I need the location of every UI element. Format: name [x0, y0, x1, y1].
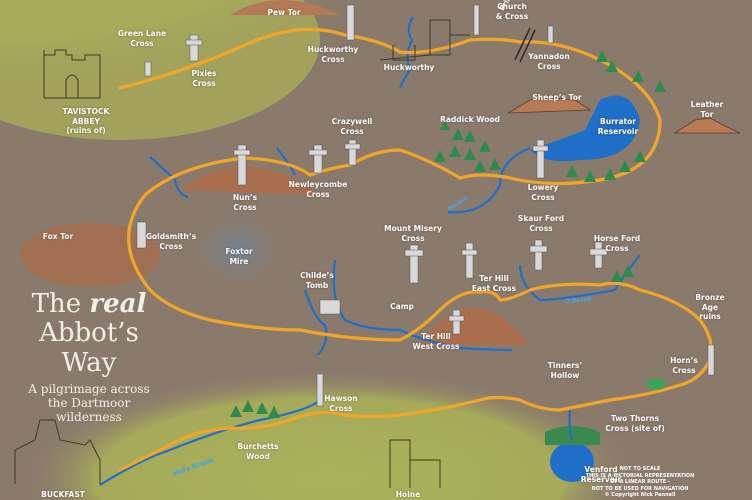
label-burrator-reservoir: Burrator Reservoir	[597, 117, 639, 136]
label-camp: Camp	[390, 302, 414, 311]
label-lowery-cross: Lowery Cross	[527, 183, 559, 202]
label-leather-tor: Leather Tor	[690, 100, 724, 119]
tree-clusters	[230, 50, 666, 418]
label-childes-tomb: Childe’s Tomb	[300, 271, 334, 290]
label-sheeps-tor: Sheep’s Tor	[532, 93, 582, 102]
building-sketches	[14, 19, 470, 488]
label-tinners-hollow: Tinners’ Hollow	[547, 361, 583, 380]
title-line-2: Abbot’s Way	[39, 318, 139, 378]
label-green-lane-cross: Green Lane Cross	[117, 29, 167, 48]
fox-tor-hill	[20, 223, 160, 287]
label-foxtor-mire: Foxtor Mire	[225, 247, 253, 266]
label-newleycombe-cross: Newleycombe Cross	[288, 180, 348, 199]
label-venford-reservoir: Venford Reservoir	[580, 465, 622, 484]
nuns-cross-hill	[180, 166, 320, 195]
ter-hill	[420, 307, 530, 345]
label-yannadon-cross: Yannadon Cross	[528, 52, 570, 71]
label-mount-misery-cross: Mount Misery Cross	[384, 224, 442, 243]
label-ter-hill-east-cross: Ter Hill East Cross	[471, 274, 517, 293]
label-pew-tor: Pew Tor	[267, 8, 301, 17]
princetown-road	[514, 27, 536, 63]
label-church-and-cross: Church & Cross	[495, 2, 529, 21]
pew-tor-hill	[230, 0, 340, 15]
stone-crosses	[136, 4, 715, 407]
venford-reservoir-water	[550, 442, 594, 482]
label-skaur-ford-cross: Skaur Ford Cross	[517, 214, 565, 233]
label-horns-cross: Horn’s Cross	[670, 356, 698, 375]
foxtor-mire-area	[188, 210, 288, 290]
label-ter-hill-west-cross: Ter Hill West Cross	[412, 332, 460, 351]
title-line-1: The real	[31, 289, 147, 319]
label-raddick-wood: Raddick Wood	[440, 115, 500, 124]
burrator-reservoir-water	[530, 95, 640, 162]
label-huckworthy-cross: Huckworthy Cross	[307, 45, 359, 64]
label-huckworthy: Huckworthy	[383, 63, 435, 72]
label-goldsmiths-cross: Goldsmith’s Cross	[145, 232, 197, 251]
label-fox-tor: Fox Tor	[42, 232, 74, 241]
map-subtitle: A pilgrimage across the Dartmoor wildern…	[28, 382, 150, 424]
sheeps-tor-hill	[507, 97, 592, 114]
label-burchetts-wood: Burchetts Wood	[237, 442, 279, 461]
label-nuns-cross: Nun’s Cross	[232, 193, 258, 212]
label-buckfast-abbey: BUCKFAST ABBEY	[41, 490, 85, 500]
map-title: The real Abbot’s Way A pilgrimage across…	[14, 290, 164, 424]
label-tavistock-abbey: TAVISTOCK ABBEY (ruins of)	[62, 107, 110, 135]
leather-tor-hill	[673, 117, 741, 134]
label-two-thorns-cross: Two Thorns Cross (site of)	[605, 414, 665, 433]
label-hawson-cross: Hawson Cross	[324, 394, 358, 413]
label-crazywell-cross: Crazywell Cross	[331, 117, 373, 136]
label-bronze-age-ruins: Bronze Age ruins	[695, 293, 725, 321]
label-horse-ford-cross: Horse Ford Cross	[593, 234, 641, 253]
grassland-south	[20, 370, 640, 500]
disclaimer-text: NOT TO SCALE THIS IS A PICTORIAL REPRESE…	[585, 466, 695, 498]
label-holne: Holne	[395, 490, 421, 499]
label-pixies-cross: Pixies Cross	[191, 69, 217, 88]
